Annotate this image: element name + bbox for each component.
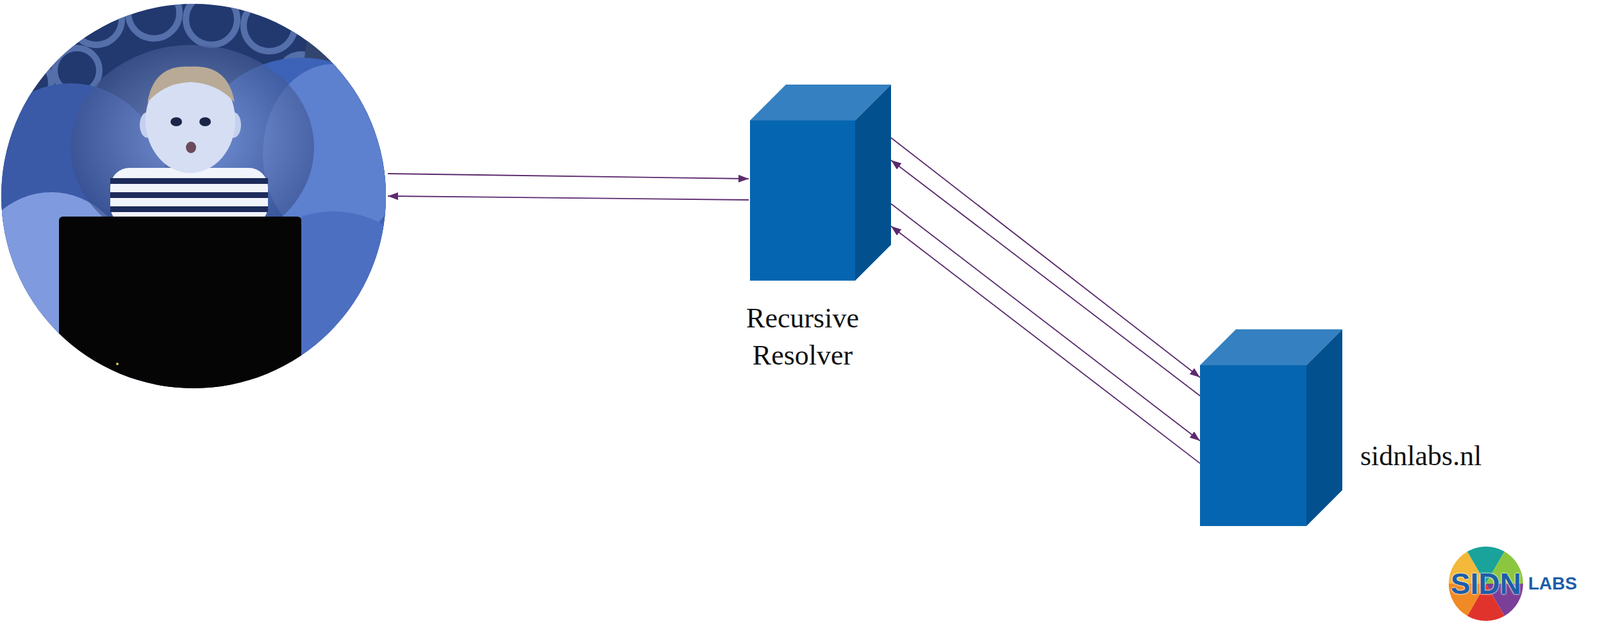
server-cube: [750, 84, 892, 281]
query-arrow: [891, 137, 1200, 378]
server-label: sidnlabs.nl: [1360, 437, 1482, 475]
server-box: sidnlabs.nl: [1200, 365, 1307, 527]
child-photo: [0, 0, 430, 397]
server-cube: [1200, 329, 1343, 527]
logo-text: LABS: [1528, 573, 1586, 595]
server-label: Recursive Resolver: [722, 300, 883, 375]
query-arrow: [891, 160, 1200, 397]
server-box: Recursive Resolver: [750, 120, 856, 281]
query-arrow: [891, 226, 1200, 464]
response-arrow: [387, 196, 749, 200]
query-arrow: [891, 203, 1200, 442]
request-arrow: [387, 173, 749, 179]
child: [110, 66, 268, 226]
logo-text: SIDN: [1447, 566, 1525, 602]
laptop: [58, 216, 302, 397]
